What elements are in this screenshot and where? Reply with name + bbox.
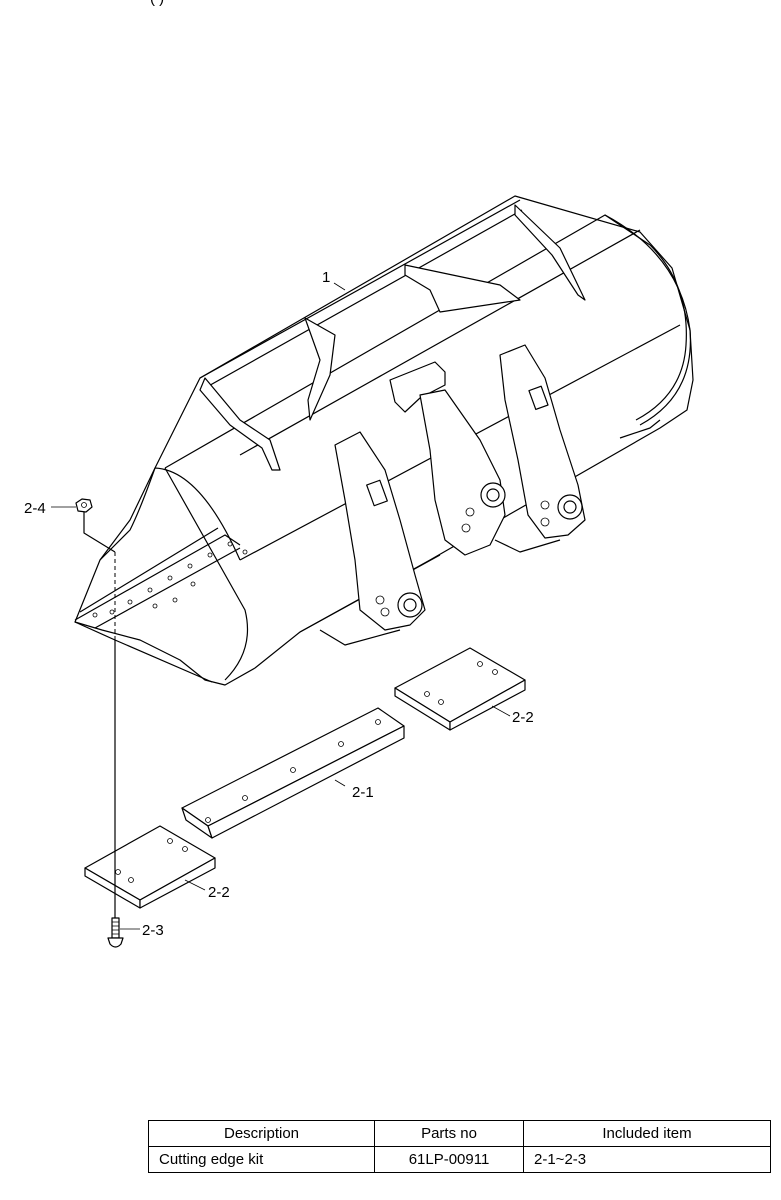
bucket [74, 195, 694, 686]
parts-table: Description Parts no Included item Cutti… [148, 1120, 771, 1173]
header-included-item: Included item [523, 1120, 771, 1147]
header-parts-no: Parts no [374, 1120, 524, 1147]
table-row: Cutting edge kit 61LP-00911 2-1~2-3 [148, 1146, 771, 1173]
lip-holes [92, 541, 248, 618]
callout-label-2-4: 2-4 [24, 500, 46, 517]
header-description: Description [148, 1120, 375, 1147]
callout-label-1: 1 [322, 269, 330, 286]
callout-label-2-2-right: 2-2 [512, 709, 534, 726]
callout-label-2-2-left: 2-2 [208, 884, 230, 901]
cell-included-item: 2-1~2-3 [523, 1146, 771, 1173]
bolt-2-3 [107, 917, 124, 948]
leader-lines [51, 282, 511, 930]
assembly-guide-lines [83, 512, 116, 918]
callout-label-2-3: 2-3 [142, 922, 164, 939]
nut-2-4 [75, 498, 93, 513]
end-bit-left-2-2 [84, 825, 216, 909]
cropped-header-text: ( ) [150, 0, 750, 6]
parts-table-header-row: Description Parts no Included item [148, 1120, 771, 1147]
cell-description: Cutting edge kit [148, 1146, 375, 1173]
callout-label-2-1: 2-1 [352, 784, 374, 801]
cell-parts-no: 61LP-00911 [374, 1146, 524, 1173]
end-bit-right-2-2 [394, 647, 526, 731]
cutting-edge-2-1 [181, 707, 405, 839]
